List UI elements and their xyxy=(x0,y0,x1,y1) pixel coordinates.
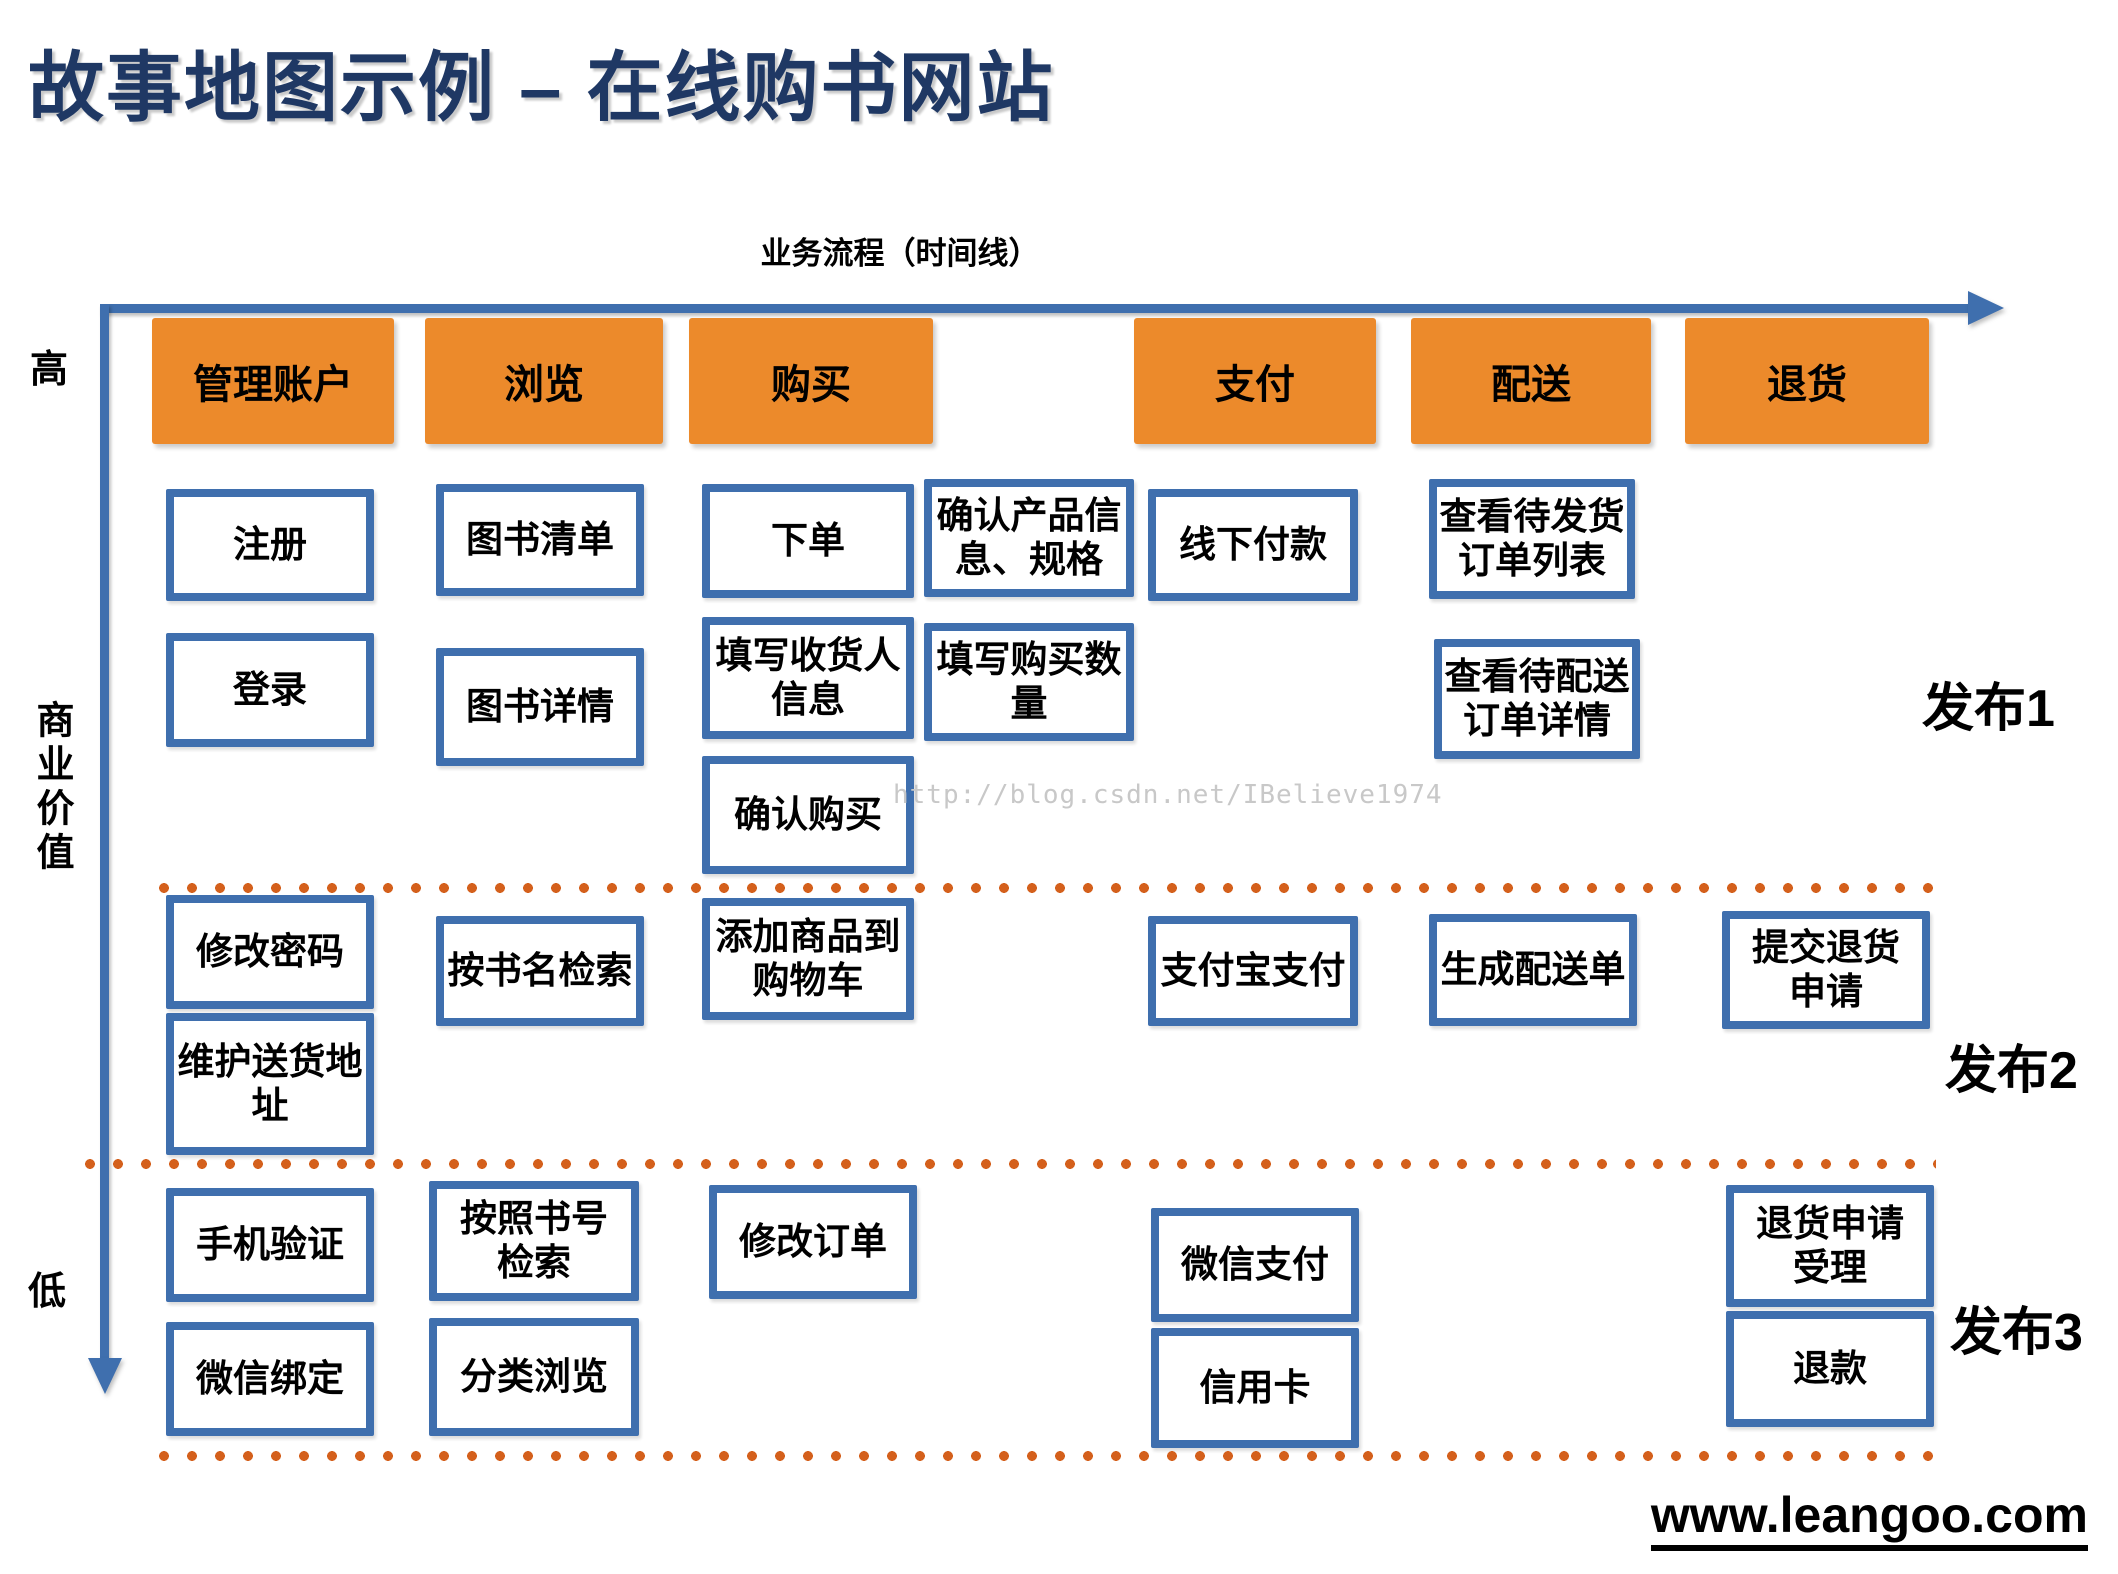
value-arrow-head-icon xyxy=(88,1358,122,1394)
card-confirm-purchase: 确认购买 xyxy=(702,756,914,874)
card-generate-delivery-note: 生成配送单 xyxy=(1429,914,1637,1026)
card-confirm-product-info: 确认产品信 息、规格 xyxy=(924,479,1134,597)
watermark-text: http://blog.csdn.net/IBelieve1974 xyxy=(893,780,1443,810)
card-book-list: 图书清单 xyxy=(436,484,644,596)
value-axis-label: 商业价值 xyxy=(30,700,72,876)
card-search-by-title: 按书名检索 xyxy=(436,916,644,1026)
activity-browse: 浏览 xyxy=(425,318,663,444)
activity-returns: 退货 xyxy=(1685,318,1929,444)
card-refund: 退款 xyxy=(1726,1311,1934,1427)
activity-purchase: 购买 xyxy=(689,318,933,444)
card-credit-card: 信用卡 xyxy=(1151,1328,1359,1448)
card-return-request-handling: 退货申请 受理 xyxy=(1726,1185,1934,1307)
activity-manage-account: 管理账户 xyxy=(152,318,394,444)
activity-payment: 支付 xyxy=(1134,318,1376,444)
release-separator-2 xyxy=(76,1158,1936,1170)
card-browse-by-category: 分类浏览 xyxy=(429,1318,639,1436)
timeline-axis-label: 业务流程（时间线） xyxy=(760,236,1040,271)
card-wechat-pay: 微信支付 xyxy=(1151,1208,1359,1322)
card-pending-delivery-detail: 查看待配送 订单详情 xyxy=(1434,639,1640,759)
timeline-arrow-line xyxy=(100,304,1972,313)
release-1-label: 发布1 xyxy=(1922,680,2055,738)
card-add-to-cart: 添加商品到 购物车 xyxy=(702,898,914,1020)
card-place-order: 下单 xyxy=(702,484,914,598)
release-2-label: 发布2 xyxy=(1945,1042,2078,1100)
card-fill-receiver-info: 填写收货人 信息 xyxy=(702,617,914,739)
timeline-arrow-head-icon xyxy=(1968,291,2004,325)
card-search-by-isbn: 按照书号 检索 xyxy=(429,1181,639,1301)
value-low-label: 低 xyxy=(28,1271,67,1313)
card-wechat-binding: 微信绑定 xyxy=(166,1322,374,1436)
card-register: 注册 xyxy=(166,489,374,601)
release-3-label: 发布3 xyxy=(1950,1304,2083,1362)
card-maintain-address: 维护送货地 址 xyxy=(166,1013,374,1155)
activity-delivery: 配送 xyxy=(1411,318,1651,444)
card-offline-payment: 线下付款 xyxy=(1148,489,1358,601)
release-separator-1 xyxy=(150,882,1940,894)
page-title: 故事地图示例 – 在线购书网站 xyxy=(28,46,1055,131)
card-login: 登录 xyxy=(166,633,374,747)
card-change-password: 修改密码 xyxy=(166,895,374,1009)
card-fill-quantity: 填写购买数 量 xyxy=(924,623,1134,741)
card-pending-shipment-list: 查看待发货 订单列表 xyxy=(1429,479,1635,599)
card-phone-verification: 手机验证 xyxy=(166,1188,374,1302)
card-modify-order: 修改订单 xyxy=(709,1185,917,1299)
release-separator-3 xyxy=(150,1450,1940,1462)
leangoo-link[interactable]: www.leangoo.com xyxy=(1650,1488,2088,1551)
card-submit-return-request: 提交退货 申请 xyxy=(1722,911,1930,1029)
card-book-detail: 图书详情 xyxy=(436,648,644,766)
value-high-label: 高 xyxy=(30,349,69,391)
card-alipay: 支付宝支付 xyxy=(1148,916,1358,1026)
value-arrow-line xyxy=(100,304,109,1360)
